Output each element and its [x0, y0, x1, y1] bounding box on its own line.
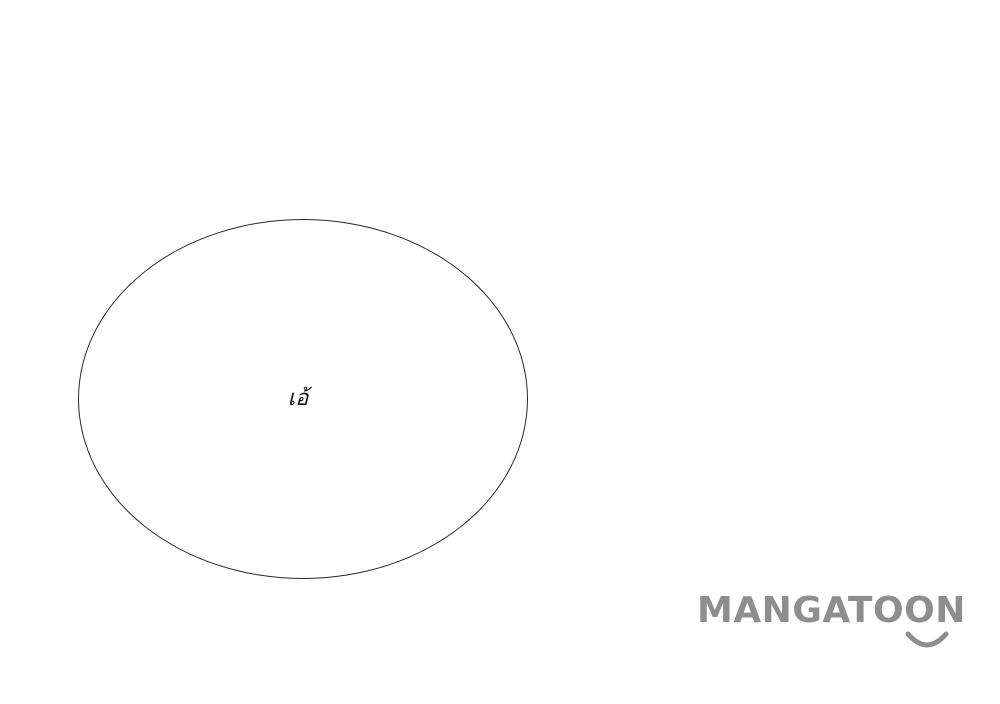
smile-icon	[905, 631, 949, 648]
speech-bubble	[78, 219, 528, 579]
speech-bubble-text: เอ้	[287, 386, 309, 411]
mangatoon-watermark: MANGATOON	[697, 586, 997, 656]
watermark-text: MANGATOON	[697, 590, 966, 631]
